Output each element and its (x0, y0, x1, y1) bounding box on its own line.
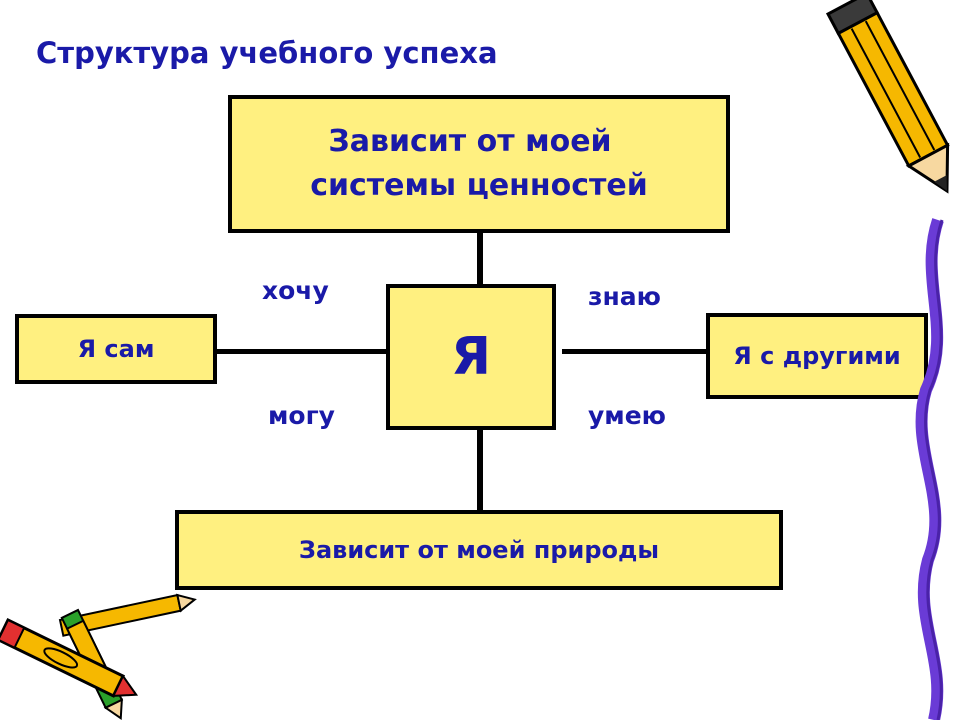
pencil-icon (825, 0, 950, 194)
label-know: знаю (588, 282, 661, 311)
label-want: хочу (262, 276, 329, 305)
self-with-others-box: Я с другими (706, 313, 928, 399)
page-title: Структура учебного успеха (36, 36, 498, 70)
crayons-icon (0, 593, 197, 720)
self-box: Я (386, 284, 556, 430)
label-able: умею (588, 401, 666, 430)
connector-top (477, 231, 483, 286)
label-can: могу (268, 401, 335, 430)
connector-right (562, 349, 708, 354)
ribbon-decoration (915, 218, 944, 720)
nature-box: Зависит от моей природы (175, 510, 783, 590)
self-alone-box: Я сам (15, 314, 217, 384)
values-box-line1: Зависит от моей (328, 124, 612, 159)
connector-bottom (477, 428, 483, 512)
values-box-line2: системы ценностей (310, 168, 648, 203)
connector-left (215, 349, 387, 354)
values-box: Зависит от моей системы ценностей (228, 95, 730, 233)
